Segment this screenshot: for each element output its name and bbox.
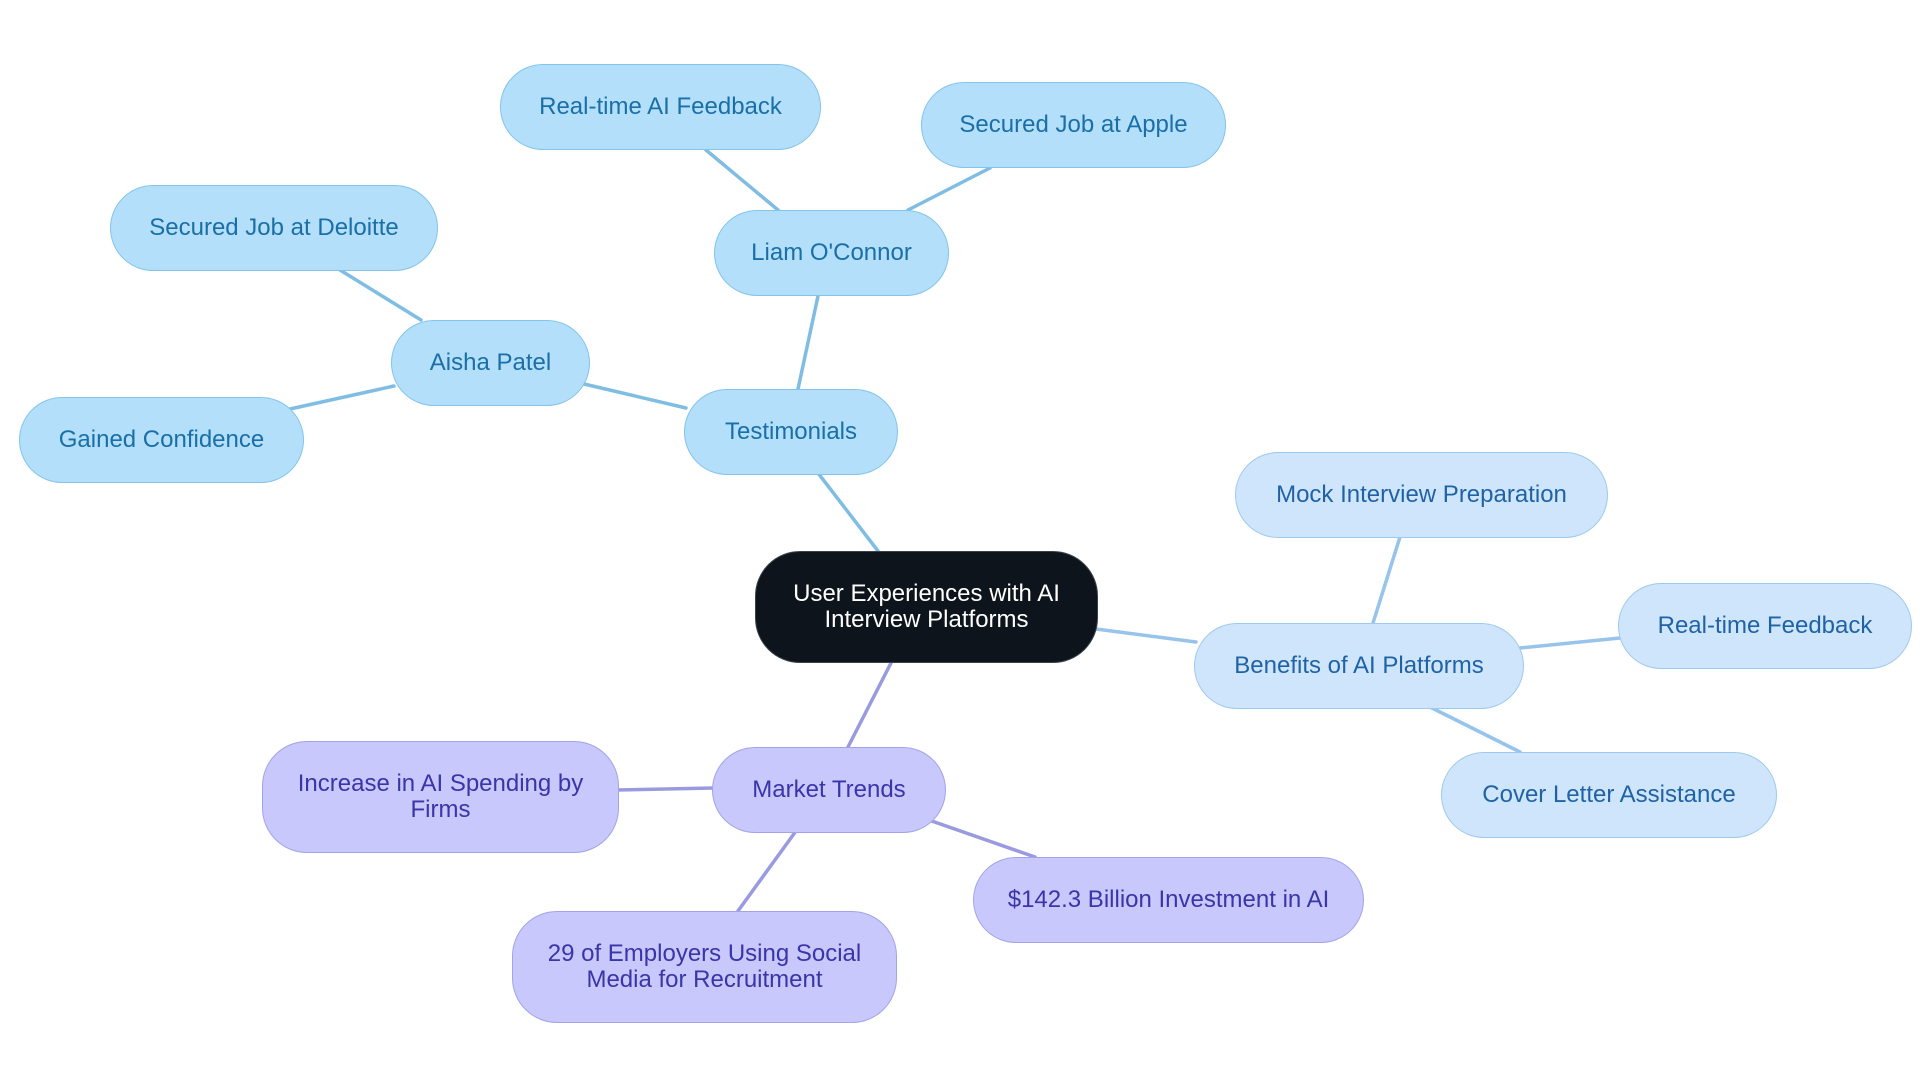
edge-benefits-cover: [1428, 705, 1522, 754]
edge-root-benefits: [1094, 627, 1198, 644]
gained-confidence-node: Gained Confidence: [19, 397, 304, 483]
edge-testimonials-aisha: [582, 382, 688, 410]
edge-aisha-deloitte: [338, 268, 423, 322]
edge-testimonials-liam: [796, 294, 820, 391]
edge-benefits-mock: [1371, 535, 1402, 625]
cover-letter-node: Cover Letter Assistance: [1441, 752, 1777, 838]
liam-oconnor-node: Liam O'Connor: [714, 210, 949, 296]
edge-market-employers: [736, 829, 798, 913]
edge-root-testimonials: [816, 471, 880, 553]
benefits-node: Benefits of AI Platforms: [1194, 623, 1524, 709]
edge-market-investment: [924, 817, 1037, 859]
mock-interview-node: Mock Interview Preparation: [1235, 452, 1608, 538]
edge-aisha-confidence: [288, 384, 396, 411]
investment-node: $142.3 Billion Investment in AI: [973, 857, 1364, 943]
ai-spending-node: Increase in AI Spending by Firms: [262, 741, 619, 853]
testimonials-node: Testimonials: [684, 389, 898, 475]
market-trends-node: Market Trends: [712, 747, 946, 833]
root-node: User Experiences with AI Interview Platf…: [755, 551, 1098, 663]
employers-social-media-node: 29 of Employers Using Social Media for R…: [512, 911, 897, 1023]
realtime-feedback-node: Real-time Feedback: [1618, 583, 1912, 669]
aisha-patel-node: Aisha Patel: [391, 320, 590, 406]
edge-liam-aifeedback: [704, 148, 780, 212]
realtime-ai-feedback-node: Real-time AI Feedback: [500, 64, 821, 150]
secured-job-deloitte-node: Secured Job at Deloitte: [110, 185, 438, 271]
edge-market-spending: [615, 786, 716, 792]
edge-root-market: [846, 659, 894, 749]
edge-benefits-rtfeedback: [1518, 636, 1622, 650]
secured-job-apple-node: Secured Job at Apple: [921, 82, 1226, 168]
edge-liam-apple: [906, 166, 992, 212]
